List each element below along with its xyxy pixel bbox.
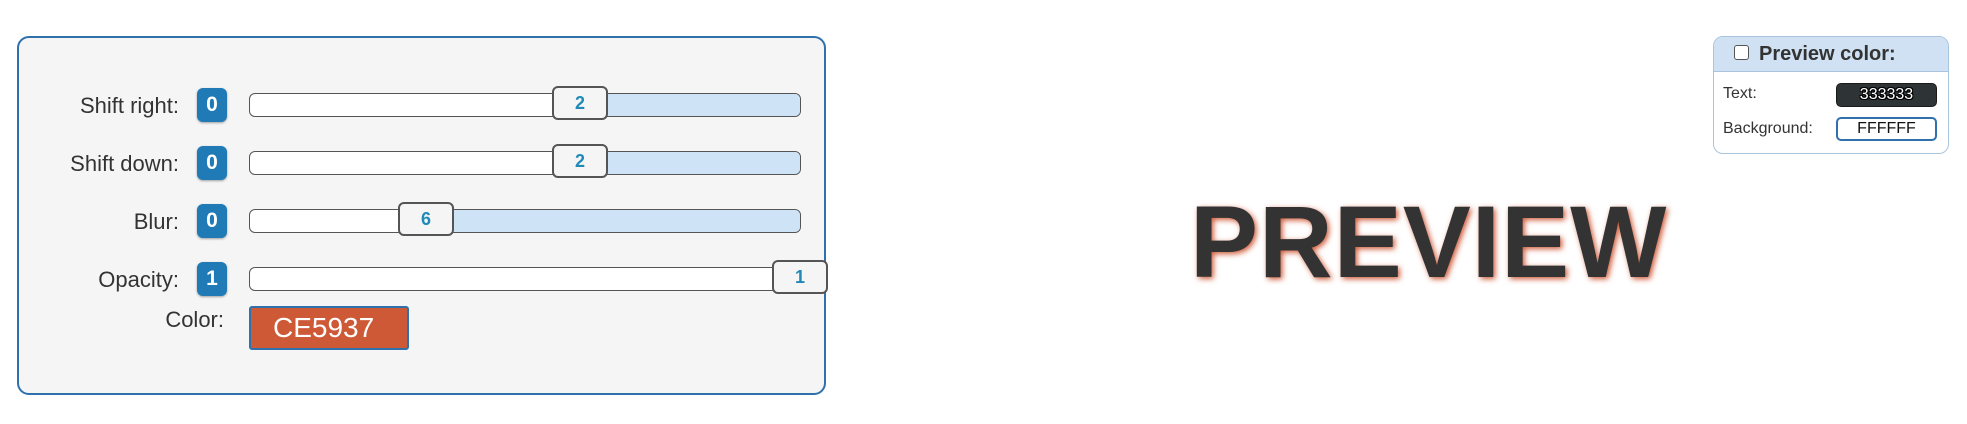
shift-down-reset-button[interactable]: 0 — [197, 146, 227, 180]
shadow-settings-panel: Shift right: 0 2 Shift down: 0 2 Blur: 0… — [17, 36, 828, 395]
shift-down-row: Shift down: 0 2 — [19, 144, 824, 184]
opacity-slider-handle[interactable]: 1 — [772, 260, 828, 294]
blur-reset-button[interactable]: 0 — [197, 204, 227, 238]
shift-right-label: Shift right: — [79, 93, 179, 118]
shift-right-reset-button[interactable]: 0 — [197, 88, 227, 122]
preview-color-checkbox[interactable] — [1734, 45, 1749, 60]
opacity-slider[interactable]: 1 — [249, 260, 828, 294]
preview-text: PREVIEW — [1190, 185, 1668, 299]
shift-down-slider[interactable]: 2 — [249, 144, 801, 178]
shift-down-slider-handle[interactable]: 2 — [552, 144, 608, 178]
color-row: Color: — [19, 306, 824, 346]
shift-down-slider-fill — [580, 152, 800, 174]
preview-text-color-label: Text: — [1723, 85, 1757, 102]
preview-color-panel: Preview color: Text: 333333 Background: … — [1713, 36, 1949, 154]
shift-right-row: Shift right: 0 2 — [19, 86, 824, 126]
blur-slider-handle[interactable]: 6 — [398, 202, 454, 236]
preview-color-title: Preview color: — [1759, 43, 1896, 65]
blur-slider-fill — [426, 210, 800, 232]
color-label: Color: — [165, 307, 224, 332]
opacity-row: Opacity: 1 1 — [19, 260, 828, 300]
preview-background-color-label: Background: — [1723, 120, 1813, 137]
shift-right-slider-handle[interactable]: 2 — [552, 86, 608, 120]
blur-row: Blur: 0 6 — [19, 202, 824, 242]
blur-slider[interactable]: 6 — [249, 202, 801, 236]
shift-right-slider[interactable]: 2 — [249, 86, 801, 120]
preview-background-color-field[interactable]: FFFFFF — [1836, 117, 1937, 141]
shift-down-label: Shift down: — [70, 151, 179, 176]
opacity-reset-button[interactable]: 1 — [197, 262, 227, 296]
blur-label: Blur: — [133, 209, 179, 234]
preview-color-header: Preview color: — [1714, 37, 1948, 72]
preview-text-color-field[interactable]: 333333 — [1836, 83, 1937, 107]
shadow-color-picker[interactable]: CE5937 — [249, 306, 409, 350]
shift-right-slider-fill — [580, 94, 800, 116]
opacity-label: Opacity: — [98, 267, 179, 292]
